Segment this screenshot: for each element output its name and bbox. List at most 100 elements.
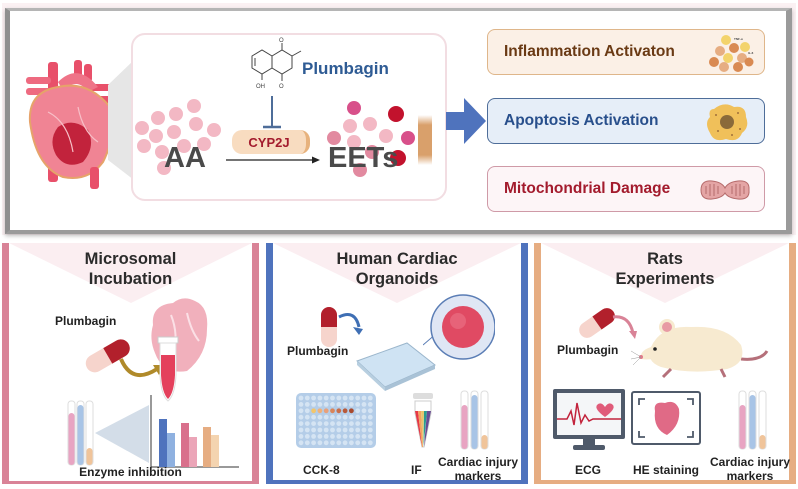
plumbagin-structure-icon: O O OH — [251, 38, 302, 90]
well — [342, 408, 348, 414]
marker-tubes-icon — [460, 390, 489, 450]
well — [330, 427, 335, 433]
oh-label: OH — [256, 84, 265, 90]
cck8-plate-icon — [296, 393, 376, 448]
capsule-icon — [85, 339, 130, 373]
capsule-icon — [579, 308, 637, 339]
well — [298, 434, 304, 439]
well — [311, 414, 316, 420]
well — [317, 408, 323, 414]
assay-markers: Cardiac injury markers — [437, 455, 519, 483]
well — [304, 434, 310, 439]
well — [361, 395, 367, 401]
well — [323, 440, 329, 446]
well — [298, 440, 304, 446]
well — [317, 421, 323, 426]
well — [330, 408, 335, 414]
well — [355, 408, 361, 414]
product-label: EETs — [328, 142, 399, 174]
drug-label: Plumbagin — [287, 344, 349, 358]
well — [317, 427, 323, 433]
well — [298, 408, 304, 414]
well — [367, 402, 373, 407]
well — [323, 395, 329, 401]
drug-label: Plumbagin — [55, 314, 117, 328]
mitochondrion-icon — [700, 180, 750, 200]
well — [342, 395, 348, 401]
panel-title: Rats Experiments — [615, 250, 715, 288]
outcome-label: Mitochondrial Damage — [504, 180, 671, 197]
well — [349, 402, 354, 407]
well — [323, 427, 329, 433]
well — [355, 421, 361, 426]
well — [349, 421, 354, 426]
well — [317, 395, 323, 401]
well — [317, 414, 323, 420]
well — [336, 421, 342, 426]
outcome-inflammation: Inflammation Activaton TNF-α IL-6 — [487, 29, 765, 75]
well — [330, 395, 335, 401]
assay-markers: Cardiac injury markers — [709, 455, 791, 483]
panel-title: Microsomal Incubation — [84, 250, 177, 288]
well — [367, 414, 373, 420]
well — [367, 421, 373, 426]
outcome-mitochondrial: Mitochondrial Damage — [487, 166, 765, 212]
well — [342, 434, 348, 439]
assay-ecg: ECG — [575, 463, 602, 477]
well — [317, 434, 323, 439]
assay-he-staining: HE staining — [633, 463, 700, 477]
panel-background — [273, 243, 521, 303]
well — [304, 402, 310, 407]
well — [336, 414, 342, 420]
well — [342, 402, 348, 407]
panel-title: Human Cardiac Organoids — [336, 250, 458, 288]
well — [304, 414, 310, 420]
well — [342, 414, 348, 420]
well — [355, 402, 361, 407]
marker-tubes-icon — [738, 390, 767, 450]
well — [311, 440, 316, 446]
inhibition-symbol — [263, 96, 281, 129]
well — [330, 402, 335, 407]
eets-molecules-icon — [327, 101, 415, 177]
drug-name-label: Plumbagin — [302, 59, 389, 78]
well — [367, 395, 373, 401]
well — [311, 427, 316, 433]
well — [355, 395, 361, 401]
well — [336, 402, 342, 407]
well-plate-icon — [356, 342, 436, 391]
well — [349, 427, 354, 433]
well — [330, 440, 335, 446]
well — [323, 408, 329, 414]
well — [361, 414, 367, 420]
drug-label: Plumbagin — [557, 343, 619, 357]
well — [361, 408, 367, 414]
capsule-icon — [321, 307, 363, 347]
well — [367, 408, 373, 414]
outcome-apoptosis: Apoptosis Activation — [487, 98, 765, 144]
well — [311, 421, 316, 426]
ecg-monitor-icon — [553, 389, 625, 450]
enzyme-badge: CYP2J — [232, 130, 310, 154]
well — [367, 434, 373, 439]
well — [311, 434, 316, 439]
well — [330, 434, 335, 439]
panel-organoids: Human Cardiac Organoids Plumbagin — [266, 243, 528, 484]
well — [298, 414, 304, 420]
sample-tube-icon — [157, 336, 179, 402]
well — [355, 427, 361, 433]
well — [298, 402, 304, 407]
well — [355, 440, 361, 446]
well — [323, 414, 329, 420]
well — [361, 427, 367, 433]
well — [367, 440, 373, 446]
panel-microsomal: Microsomal Incubation Plumbagin — [2, 243, 259, 484]
well — [304, 395, 310, 401]
well — [304, 421, 310, 426]
well — [336, 427, 342, 433]
well — [349, 414, 354, 420]
he-staining-icon — [631, 391, 701, 445]
well — [311, 408, 316, 414]
well — [361, 402, 367, 407]
well — [349, 408, 354, 414]
